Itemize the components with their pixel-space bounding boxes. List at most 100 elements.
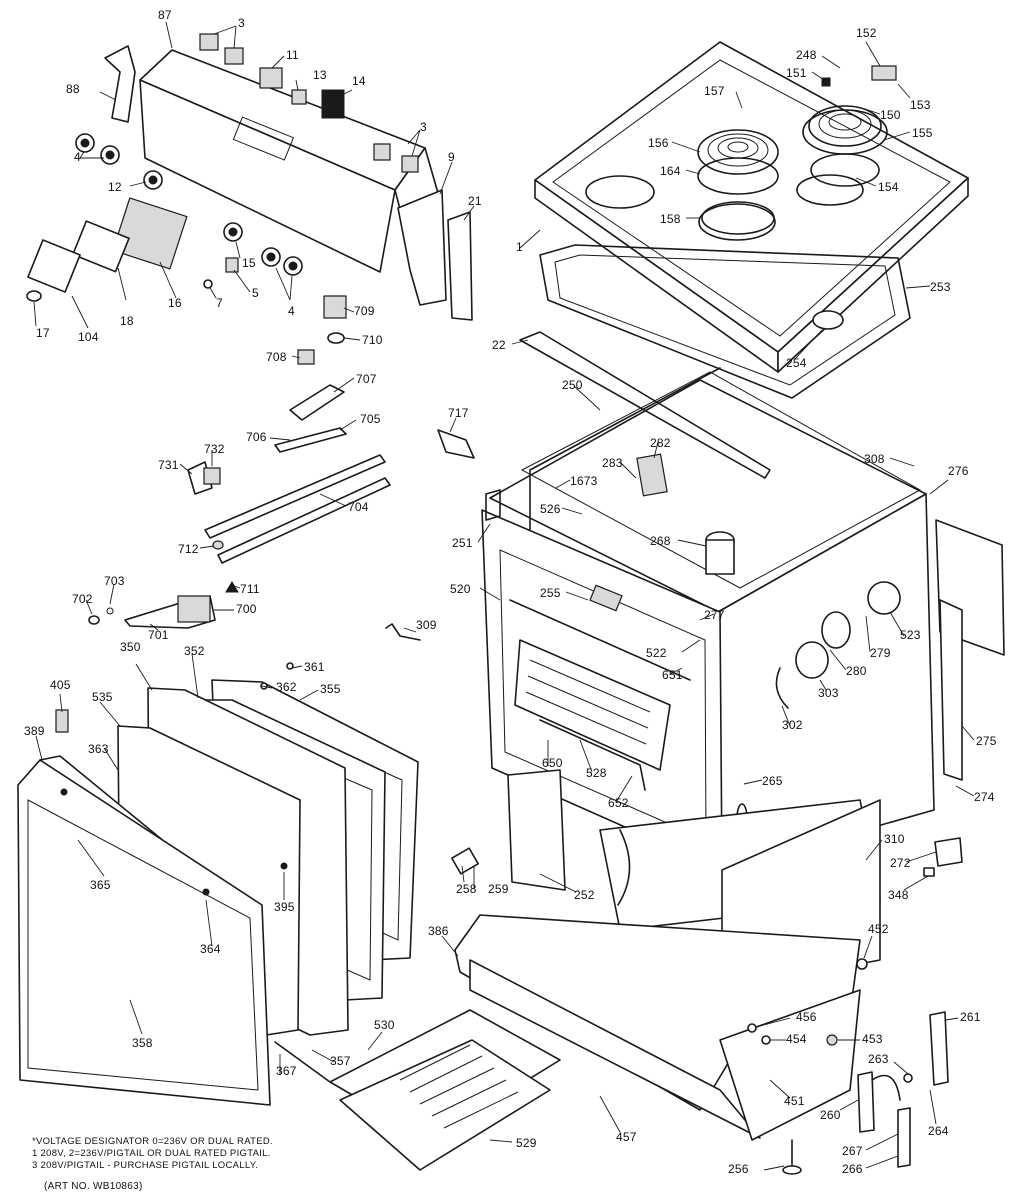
surface-units <box>697 65 897 235</box>
voltage-note-line-1: *VOLTAGE DESIGNATOR 0=236V OR DUAL RATED… <box>32 1136 273 1147</box>
part-label-11: 11 <box>286 48 299 62</box>
part-label-150: 150 <box>880 108 901 122</box>
part-label-706: 706 <box>246 430 267 444</box>
part-label-352: 352 <box>184 644 205 658</box>
part-label-702: 702 <box>72 592 93 606</box>
part-label-526: 526 <box>540 502 561 516</box>
part-label-158: 158 <box>660 212 681 226</box>
part-label-279: 279 <box>870 646 891 660</box>
part-label-157: 157 <box>704 84 725 98</box>
part-label-256: 256 <box>728 1162 749 1176</box>
part-label-14: 14 <box>352 74 366 88</box>
part-label-276: 276 <box>948 464 969 478</box>
oven-body <box>489 331 1005 871</box>
part-label-700: 700 <box>236 602 257 616</box>
part-label-705: 705 <box>360 412 381 426</box>
part-label-701: 701 <box>148 628 169 642</box>
part-label-155: 155 <box>912 126 933 140</box>
part-label-15: 15 <box>242 256 256 270</box>
broiler-pan <box>329 1009 561 1171</box>
part-label-651: 651 <box>662 668 683 682</box>
part-label-275: 275 <box>976 734 997 748</box>
part-label-361: 361 <box>304 660 325 674</box>
part-label-732: 732 <box>204 442 225 456</box>
voltage-note-line-2: 1 208V, 2=236V/PIGTAIL OR DUAL RATED PIG… <box>32 1148 271 1159</box>
part-label-709: 709 <box>354 304 375 318</box>
part-label-154: 154 <box>878 180 899 194</box>
part-label-18: 18 <box>120 314 134 328</box>
part-label-711: 711 <box>240 582 260 596</box>
part-label-250: 250 <box>562 378 583 392</box>
part-label-266: 266 <box>842 1162 863 1176</box>
part-label-1: 1 <box>516 240 523 254</box>
part-label-1673: 1673 <box>570 474 598 488</box>
part-label-7: 7 <box>216 296 223 310</box>
part-label-251: 251 <box>452 536 473 550</box>
part-label-4-right: 4 <box>288 304 295 318</box>
part-label-456: 456 <box>796 1010 817 1024</box>
part-label-522: 522 <box>646 646 667 660</box>
part-label-303: 303 <box>818 686 839 700</box>
part-label-358: 358 <box>132 1036 153 1050</box>
part-label-389: 389 <box>24 724 45 738</box>
part-label-453: 453 <box>862 1032 883 1046</box>
part-label-308: 308 <box>864 452 885 466</box>
part-label-528: 528 <box>586 766 607 780</box>
part-label-405: 405 <box>50 678 71 692</box>
lower-section <box>451 769 881 1141</box>
art-number: (ART NO. WB10863) <box>44 1181 143 1192</box>
part-label-254: 254 <box>786 356 807 370</box>
part-label-520: 520 <box>450 582 471 596</box>
part-label-652: 652 <box>608 796 629 810</box>
part-label-350: 350 <box>120 640 141 654</box>
part-label-302: 302 <box>782 718 803 732</box>
part-label-260: 260 <box>820 1108 841 1122</box>
part-label-357: 357 <box>330 1054 351 1068</box>
part-label-710: 710 <box>362 333 383 347</box>
voltage-note-line-3: 3 208V/PIGTAIL - PURCHASE PIGTAIL LOCALL… <box>32 1160 259 1171</box>
part-label-535: 535 <box>92 690 113 704</box>
part-label-13: 13 <box>313 68 327 82</box>
part-label-707: 707 <box>356 372 377 386</box>
part-label-365: 365 <box>90 878 111 892</box>
part-label-523: 523 <box>900 628 921 642</box>
part-label-12: 12 <box>108 180 122 194</box>
part-label-253: 253 <box>930 280 951 294</box>
part-label-348: 348 <box>888 888 909 902</box>
part-label-17: 17 <box>36 326 50 340</box>
part-label-152: 152 <box>856 26 877 40</box>
part-label-164: 164 <box>660 164 681 178</box>
part-label-362: 362 <box>276 680 297 694</box>
door-latch-parts <box>88 295 475 629</box>
oven-door <box>17 662 419 1106</box>
part-label-283: 283 <box>602 456 623 470</box>
part-label-258: 258 <box>456 882 477 896</box>
part-label-274: 274 <box>974 790 995 804</box>
part-label-367: 367 <box>276 1064 297 1078</box>
part-label-22: 22 <box>492 338 506 352</box>
part-label-21: 21 <box>468 194 482 208</box>
part-label-529: 529 <box>516 1136 537 1150</box>
part-label-261: 261 <box>960 1010 981 1024</box>
part-label-88: 88 <box>66 82 80 96</box>
hinges-and-leveler <box>782 837 963 1175</box>
part-label-530: 530 <box>374 1018 395 1032</box>
part-label-704: 704 <box>348 500 369 514</box>
part-label-454: 454 <box>786 1032 807 1046</box>
part-label-452: 452 <box>868 922 889 936</box>
part-label-708: 708 <box>266 350 287 364</box>
part-label-9: 9 <box>448 150 455 164</box>
part-label-248: 248 <box>796 48 817 62</box>
part-label-264: 264 <box>928 1124 949 1138</box>
part-label-153: 153 <box>910 98 931 112</box>
part-label-282: 282 <box>650 436 671 450</box>
switches-and-knobs <box>26 33 419 302</box>
part-label-717: 717 <box>448 406 469 420</box>
part-label-650: 650 <box>542 756 563 770</box>
part-label-5: 5 <box>252 286 259 300</box>
part-label-451: 451 <box>784 1094 805 1108</box>
part-label-712: 712 <box>178 542 199 556</box>
part-label-151: 151 <box>786 66 807 80</box>
control-panel <box>104 45 473 321</box>
part-label-364: 364 <box>200 942 221 956</box>
